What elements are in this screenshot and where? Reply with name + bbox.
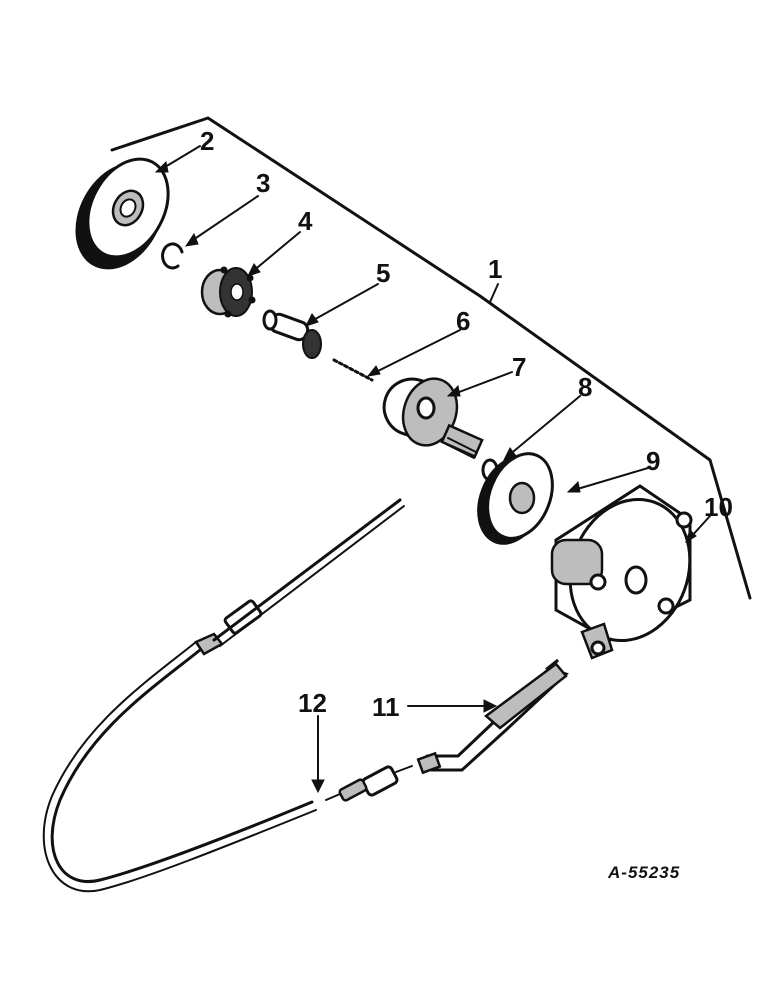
part-9-plate	[477, 452, 554, 545]
callout-12: 12	[298, 688, 327, 718]
callout-5: 5	[376, 258, 390, 288]
callout-6: 6	[456, 306, 470, 336]
callout-4: 4	[298, 206, 313, 236]
part-3-snap-ring	[161, 242, 184, 270]
figure-code: A-55235	[607, 863, 680, 882]
callout-10: 10	[704, 492, 733, 522]
callout-1: 1	[488, 254, 502, 284]
callout-7: 7	[512, 352, 526, 382]
callout-8: 8	[578, 372, 592, 402]
cable-end-fittings	[325, 765, 413, 802]
part-12-flexible-cable	[42, 498, 405, 893]
part-5-shaft-gear	[262, 309, 322, 359]
part-10-housing	[550, 484, 693, 660]
callout-leaders	[154, 145, 711, 794]
part-11-cable-fitting	[416, 658, 569, 775]
callout-9: 9	[646, 446, 660, 476]
callout-2: 2	[200, 126, 214, 156]
callout-11: 11	[372, 692, 400, 722]
callout-3: 3	[256, 168, 270, 198]
part-7-clutch-hub	[382, 377, 484, 459]
assembly-bracket-line	[110, 116, 752, 600]
part-4-sprocket	[200, 266, 256, 318]
part-6-spring	[332, 358, 374, 382]
part-2-pulley	[75, 157, 170, 270]
